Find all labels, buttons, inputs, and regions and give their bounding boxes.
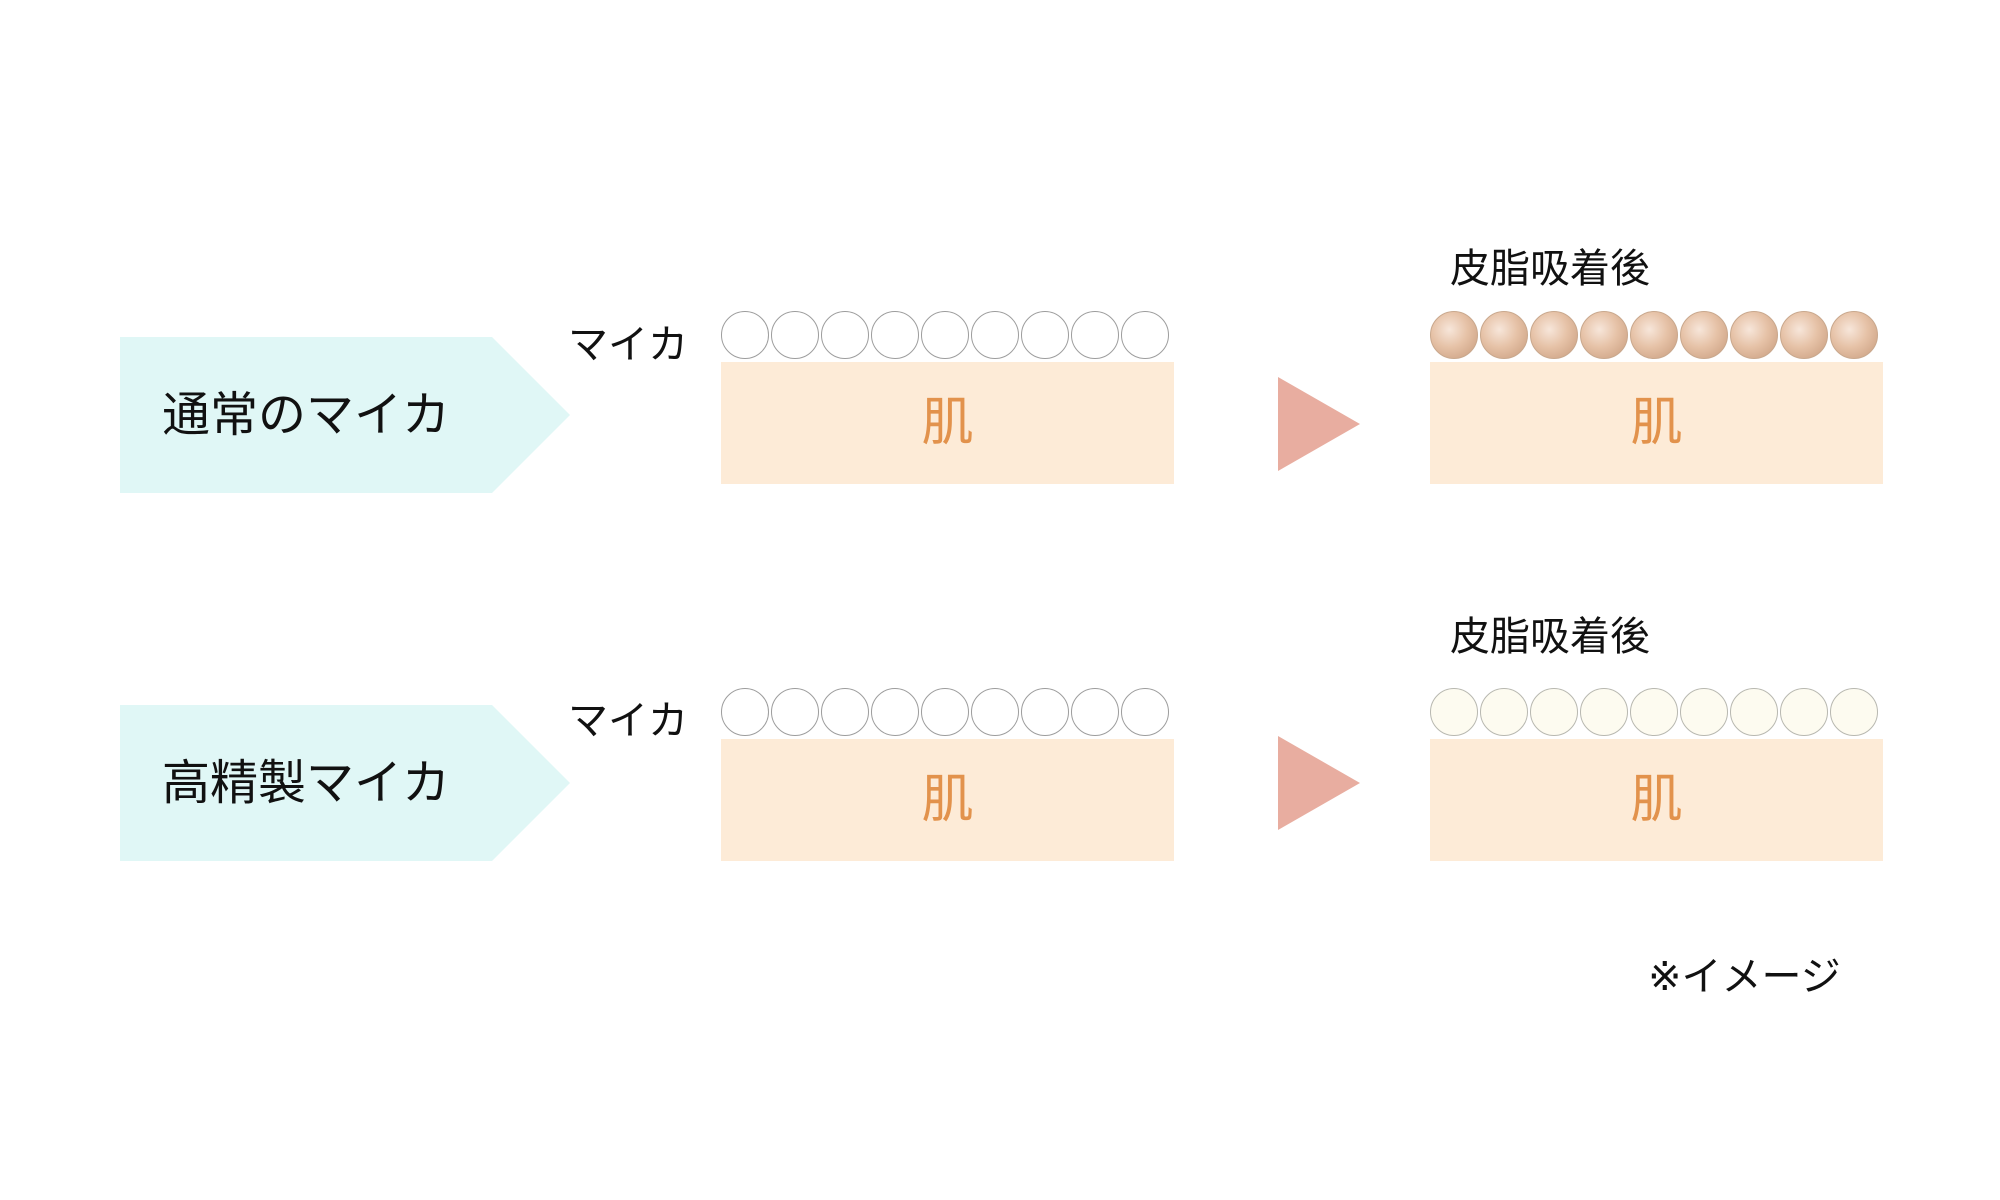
circle-particle-icon bbox=[1780, 688, 1828, 736]
circle-particle-icon bbox=[1680, 311, 1728, 359]
circle-particle-icon bbox=[1480, 311, 1528, 359]
circle-particle-icon bbox=[1021, 311, 1069, 359]
circle-particle-icon bbox=[1730, 311, 1778, 359]
circle-particle-icon bbox=[1021, 688, 1069, 736]
row-label-tag: 通常のマイカ bbox=[120, 337, 570, 493]
circle-particle-icon bbox=[971, 688, 1019, 736]
mica-particle-layer bbox=[721, 688, 1171, 738]
circle-particle-icon bbox=[1071, 311, 1119, 359]
after-absorption-label: 皮脂吸着後 bbox=[1450, 614, 1650, 660]
circle-particle-icon bbox=[1430, 311, 1478, 359]
circle-particle-icon bbox=[1780, 311, 1828, 359]
circle-particle-icon bbox=[821, 688, 869, 736]
mica-particle-layer bbox=[721, 311, 1171, 361]
circle-particle-icon bbox=[1830, 688, 1878, 736]
circle-particle-icon bbox=[1121, 311, 1169, 359]
skin-block: 肌 bbox=[721, 362, 1174, 484]
label-tag-shape bbox=[120, 705, 570, 861]
circle-particle-icon bbox=[1071, 688, 1119, 736]
circle-particle-icon bbox=[1580, 688, 1628, 736]
skin-block-after: 肌 bbox=[1430, 362, 1883, 484]
circle-particle-icon bbox=[821, 311, 869, 359]
circle-particle-icon bbox=[721, 688, 769, 736]
skin-block: 肌 bbox=[721, 739, 1174, 861]
skin-block-after: 肌 bbox=[1430, 739, 1883, 861]
circle-particle-icon bbox=[1580, 311, 1628, 359]
circle-particle-icon bbox=[1630, 311, 1678, 359]
circle-particle-icon bbox=[1730, 688, 1778, 736]
triangle-right-arrow-icon bbox=[1278, 736, 1360, 830]
comparison-row-refined-mica: 高精製マイカ マイカ 肌 皮脂吸着後 bbox=[0, 0, 2000, 861]
circle-particle-icon bbox=[1430, 688, 1478, 736]
comparison-row-standard-mica: 通常のマイカ マイカ 肌 皮脂吸着後 bbox=[0, 0, 2000, 493]
circle-particle-icon bbox=[1530, 311, 1578, 359]
triangle-right-arrow-icon bbox=[1278, 377, 1360, 471]
circle-particle-icon bbox=[871, 311, 919, 359]
circle-particle-icon bbox=[1530, 688, 1578, 736]
circle-particle-icon bbox=[771, 688, 819, 736]
row-label-text: 高精製マイカ bbox=[162, 755, 451, 811]
label-tag-shape bbox=[120, 337, 570, 493]
circle-particle-icon bbox=[1830, 311, 1878, 359]
clear-particle-layer bbox=[1430, 688, 1880, 738]
circle-particle-icon bbox=[871, 688, 919, 736]
oil-stained-particle-layer bbox=[1430, 311, 1880, 361]
row-label-text: 通常のマイカ bbox=[162, 387, 451, 443]
circle-particle-icon bbox=[721, 311, 769, 359]
circle-particle-icon bbox=[771, 311, 819, 359]
mica-label: マイカ bbox=[568, 322, 688, 368]
row-label-tag: 高精製マイカ bbox=[120, 705, 570, 861]
circle-particle-icon bbox=[921, 688, 969, 736]
circle-particle-icon bbox=[1121, 688, 1169, 736]
circle-particle-icon bbox=[1680, 688, 1728, 736]
after-absorption-label: 皮脂吸着後 bbox=[1450, 246, 1650, 292]
circle-particle-icon bbox=[921, 311, 969, 359]
circle-particle-icon bbox=[1630, 688, 1678, 736]
circle-particle-icon bbox=[971, 311, 1019, 359]
circle-particle-icon bbox=[1480, 688, 1528, 736]
image-note: ※イメージ bbox=[1648, 954, 1841, 1000]
mica-label: マイカ bbox=[568, 698, 688, 744]
